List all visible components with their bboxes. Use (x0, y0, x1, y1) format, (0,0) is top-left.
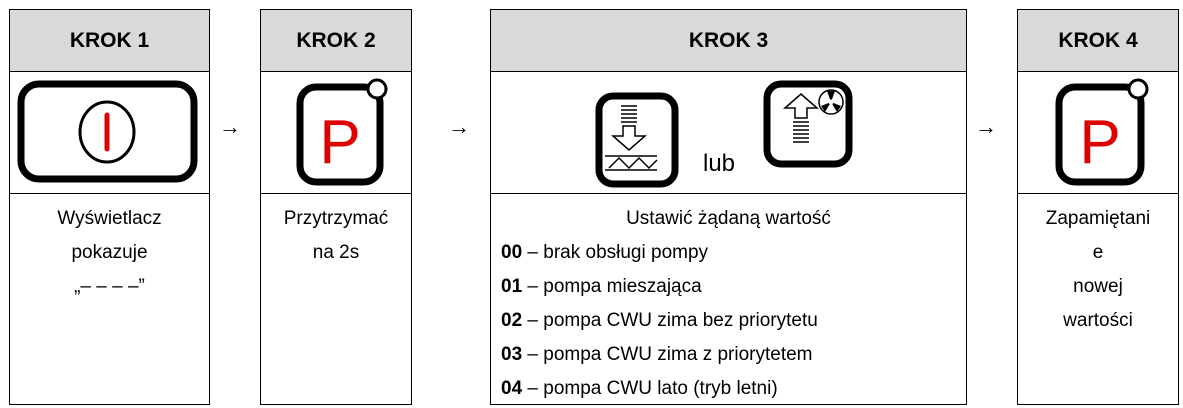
p-button-icon: P (1055, 78, 1148, 186)
step-1-line-2: pokazuje (71, 242, 148, 263)
option-row: 03 – pompa CWU zima z priorytetem (491, 338, 966, 372)
option-row: 02 – pompa CWU zima bez priorytetu (491, 304, 966, 338)
step-4-line-4: wartości (1063, 310, 1133, 331)
step-4-panel: KROK 4 P Zapamiętani e nowej wartości (1017, 9, 1179, 405)
step-4-line-3: nowej (1073, 276, 1123, 297)
option-code: 02 (501, 310, 523, 331)
increase-button-icon (763, 80, 853, 168)
arrow-2: → (448, 114, 470, 139)
step-2-title: KROK 2 (261, 10, 411, 72)
step-2-line-1: Przytrzymać (283, 208, 389, 229)
p-letter: P (319, 108, 360, 177)
power-button-icon (17, 80, 197, 183)
step-1-line-1: Wyświetlacz (57, 208, 162, 229)
option-code: 01 (501, 276, 523, 297)
step-1-panel: KROK 1 Wyświetlacz pokazuje „– – – –” (9, 9, 210, 405)
p-letter: P (1079, 108, 1120, 177)
p-button-icon: P (296, 78, 387, 186)
step-3-heading: Ustawić żądaną wartość (626, 208, 831, 229)
option-text: – brak obsługi pompy (527, 242, 709, 263)
option-row: 00 – brak obsługi pompy (491, 236, 966, 270)
step-3-title: KROK 3 (491, 10, 966, 72)
step-2-line-2: na 2s (312, 242, 360, 263)
step-1-title: KROK 1 (10, 10, 209, 72)
option-code: 00 (501, 242, 523, 263)
step-4-title: KROK 4 (1018, 10, 1178, 72)
decrease-button-icon (595, 92, 679, 188)
option-code: 03 (501, 344, 523, 365)
arrow-1: → (219, 114, 241, 139)
step-4-line-1: Zapamiętani (1045, 208, 1151, 229)
option-code: 04 (501, 378, 523, 399)
step-4-line-2: e (1092, 242, 1104, 263)
option-text: – pompa CWU zima z priorytetem (527, 344, 813, 365)
option-text: – pompa mieszająca (527, 276, 702, 297)
option-text: – pompa CWU lato (tryb letni) (527, 378, 778, 399)
arrow-3: → (975, 114, 997, 139)
step-3-panel: KROK 3 lub (490, 9, 967, 405)
step-1-line-3: „– – – –” (74, 276, 145, 297)
step-2-panel: KROK 2 P Przytrzymać na 2s (260, 9, 412, 405)
option-row: 04 – pompa CWU lato (tryb letni) (491, 372, 966, 406)
option-text: – pompa CWU zima bez priorytetu (527, 310, 818, 331)
lub-connector: lub (703, 150, 736, 177)
option-row: 01 – pompa mieszająca (491, 270, 966, 304)
